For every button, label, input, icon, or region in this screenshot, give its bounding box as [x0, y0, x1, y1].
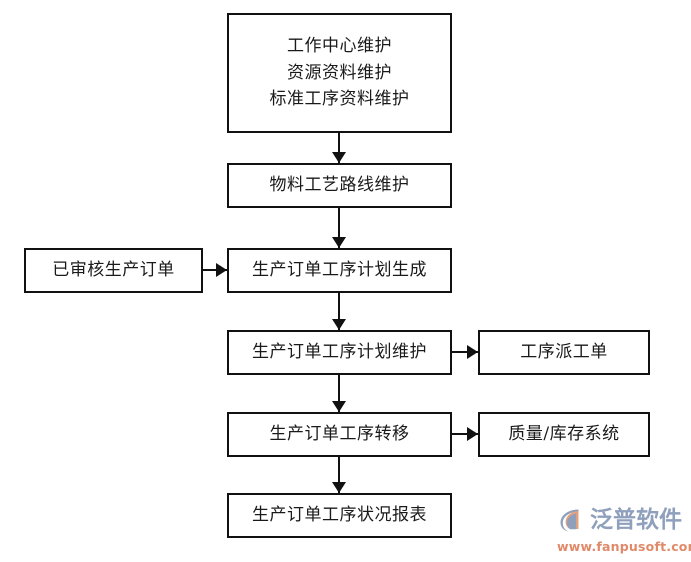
connector-line	[338, 133, 340, 163]
connector-line	[338, 293, 340, 330]
node-master-data-line-3: 标准工序资料维护	[269, 89, 410, 110]
arrow-down-icon	[332, 237, 346, 248]
connector-line	[203, 269, 227, 271]
watermark-brand: 泛普软件	[590, 507, 682, 533]
node-status-report[interactable]: 生产订单工序状况报表	[227, 493, 452, 538]
node-transfer[interactable]: 生产订单工序转移	[227, 412, 452, 457]
watermark-url: www.fanpusoft.com	[557, 539, 691, 554]
node-dispatch-label: 工序派工单	[520, 342, 608, 363]
node-plan-maintain-label: 生产订单工序计划维护	[252, 342, 427, 363]
watermark-logo-row: 泛普软件	[557, 503, 685, 537]
arrow-down-icon	[332, 152, 346, 163]
node-dispatch[interactable]: 工序派工单	[478, 330, 650, 375]
node-plan-generate[interactable]: 生产订单工序计划生成	[227, 248, 452, 293]
connector-line	[338, 457, 340, 493]
connector-line	[338, 375, 340, 412]
node-routing-label: 物料工艺路线维护	[269, 175, 410, 196]
watermark-logo: 泛普软件 www.fanpusoft.com	[557, 503, 691, 557]
node-approved-order[interactable]: 已审核生产订单	[24, 248, 203, 293]
node-master-data-line-2: 资源资料维护	[287, 62, 392, 83]
fanpu-logo-icon	[560, 509, 579, 532]
node-plan-generate-label: 生产订单工序计划生成	[252, 260, 427, 281]
node-approved-order-label: 已审核生产订单	[52, 260, 175, 281]
arrow-down-icon	[332, 401, 346, 412]
node-routing[interactable]: 物料工艺路线维护	[227, 163, 452, 208]
connector-line	[338, 208, 340, 248]
node-status-report-label: 生产订单工序状况报表	[252, 505, 427, 526]
node-quality-stock-label: 质量/库存系统	[508, 424, 620, 445]
arrow-right-icon	[467, 427, 478, 441]
arrow-right-icon	[467, 345, 478, 359]
arrow-down-icon	[332, 319, 346, 330]
node-plan-maintain[interactable]: 生产订单工序计划维护	[227, 330, 452, 375]
node-master-data-line-1: 工作中心维护	[287, 36, 392, 57]
arrow-down-icon	[332, 482, 346, 493]
node-master-data[interactable]: 工作中心维护 资源资料维护 标准工序资料维护	[227, 13, 452, 133]
node-transfer-label: 生产订单工序转移	[269, 424, 410, 445]
connector-line	[452, 351, 478, 353]
arrow-right-icon	[216, 263, 227, 277]
connector-line	[452, 433, 478, 435]
node-quality-stock[interactable]: 质量/库存系统	[478, 412, 650, 457]
